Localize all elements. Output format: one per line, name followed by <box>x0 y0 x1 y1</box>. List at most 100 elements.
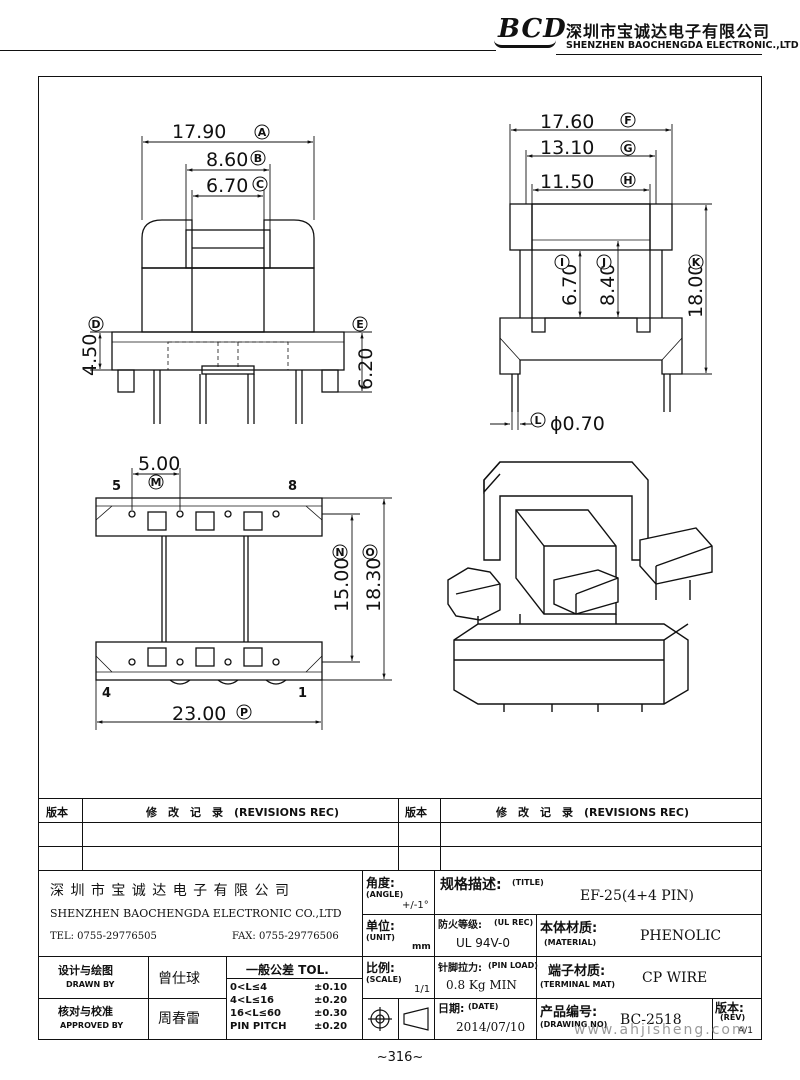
approved-by-label-en: APPROVED BY <box>60 1021 124 1030</box>
company-logo: BCD <box>498 14 567 44</box>
tolerance-range: 0<L≤4 <box>230 982 268 993</box>
svg-text:M: M <box>151 476 162 489</box>
svg-text:E: E <box>356 318 364 331</box>
bubble-m: M <box>148 474 164 490</box>
dim-k-value: 18.00 <box>685 264 707 318</box>
tolerance-value: ±0.30 <box>314 1008 348 1019</box>
company-name-en: SHENZHEN BAOCHENGDA ELECTRONIC.,LTD <box>566 40 799 51</box>
header-rule-right <box>556 54 762 55</box>
svg-text:A: A <box>258 126 267 139</box>
tolerance-value: ±0.20 <box>314 1021 348 1032</box>
material-label-en: (MATERIAL) <box>544 938 597 947</box>
bubble-c: C <box>252 176 268 192</box>
ul-value: UL 94V-0 <box>456 936 511 950</box>
projection-symbol-icon <box>368 1007 429 1031</box>
bubble-k: K <box>688 254 704 270</box>
rev-record-header-left: 修 改 记 录 (REVISIONS REC) <box>146 806 340 819</box>
scale-label-en: (SCALE) <box>366 975 402 984</box>
rev-col-2 <box>398 798 399 870</box>
rev-rule-3 <box>38 870 762 871</box>
dim-a-value: 17.90 <box>172 121 226 143</box>
front-view <box>111 219 345 424</box>
tb-row-2 <box>38 956 762 957</box>
svg-text:P: P <box>240 706 248 719</box>
svg-text:I: I <box>560 256 564 269</box>
unit-label: 单位: <box>366 919 395 933</box>
drawn-by-name: 曾仕球 <box>158 971 200 987</box>
rev-value: A/1 <box>738 1026 753 1036</box>
material-label: 本体材质: <box>540 921 598 936</box>
title-label-en: (TITLE) <box>512 878 544 887</box>
bubble-n: N <box>332 544 348 560</box>
date-label: 日期: <box>438 1002 465 1015</box>
bubble-i: I <box>554 254 570 270</box>
tb-col-b <box>434 870 435 1040</box>
tb-tol-rule <box>226 978 362 979</box>
header-rule-left <box>0 50 496 51</box>
rev-rule-2 <box>38 846 762 847</box>
svg-text:J: J <box>601 256 606 269</box>
tolerance-title: 一般公差 TOL. <box>246 963 329 977</box>
tb-row-3r <box>362 998 762 999</box>
rev-version-header-left: 版本 <box>46 806 68 819</box>
front-view-dims <box>90 136 372 393</box>
dim-h-value: 11.50 <box>540 171 594 193</box>
tolerance-value: ±0.10 <box>314 982 348 993</box>
page-number: ~316~ <box>376 1050 424 1065</box>
bubble-b: B <box>250 150 266 166</box>
dim-f-value: 17.60 <box>540 111 594 133</box>
tb-col-sym <box>398 998 399 1040</box>
scale-value: 1/1 <box>414 984 431 995</box>
svg-text:G: G <box>623 142 632 155</box>
dim-m-value: 5.00 <box>138 453 180 475</box>
title-value: EF-25(4+4 PIN) <box>580 888 694 904</box>
company-name-cn: 深圳市宝诚达电子有限公司 <box>566 22 771 41</box>
angle-label-en: (ANGLE) <box>366 890 404 899</box>
tb-col-c <box>536 914 537 1040</box>
svg-text:C: C <box>256 178 264 191</box>
revision-table <box>38 798 762 870</box>
material-value: PHENOLIC <box>640 928 722 944</box>
title-label: 规格描述: <box>440 877 502 893</box>
bubble-o: O <box>362 544 378 560</box>
dim-o-value: 18.30 <box>363 558 385 612</box>
bubble-a: A <box>254 124 270 140</box>
angle-value: +/-1° <box>402 900 429 911</box>
drawing-no-label: 产品编号: <box>540 1005 598 1020</box>
bubble-p: P <box>236 704 252 720</box>
bottom-view <box>95 497 323 685</box>
pinload-label-en: (PIN LOAD) <box>488 961 538 970</box>
titleblock-tel: TEL: 0755-29776505 <box>50 931 157 942</box>
tolerance-range: PIN PITCH <box>230 1021 287 1032</box>
svg-text:D: D <box>91 318 100 331</box>
rev-label-en: (REV) <box>720 1013 746 1022</box>
dim-j-value: 8.40 <box>597 264 619 306</box>
tolerance-range: 16<L≤60 <box>230 1008 281 1019</box>
dim-d-value: 4.50 <box>79 334 101 376</box>
bottom-view-dims <box>95 468 392 730</box>
dim-c-value: 6.70 <box>206 175 248 197</box>
rev-col-3 <box>440 798 441 870</box>
rev-record-header-right: 修 改 记 录 (REVISIONS REC) <box>496 806 690 819</box>
approved-by-name: 周春雷 <box>158 1011 200 1027</box>
pin-number-4: 4 <box>102 686 111 701</box>
rev-col-1 <box>82 798 83 870</box>
pinload-value: 0.8 Kg MIN <box>446 978 517 992</box>
tb-col-d <box>712 998 713 1040</box>
scale-label: 比例: <box>366 961 395 975</box>
tb-row-1r <box>362 914 762 915</box>
rev-label: 版本: <box>715 1001 744 1015</box>
rev-rule-1 <box>38 822 762 823</box>
titleblock-company-cn: 深 圳 市 宝 诚 达 电 子 有 限 公 司 <box>50 883 290 899</box>
terminal-label: 端子材质: <box>548 964 606 979</box>
tb-row-3l <box>38 998 226 999</box>
side-view-dims <box>490 124 712 430</box>
company-header: BCD 深圳市宝诚达电子有限公司 SHENZHEN BAOCHENGDA ELE… <box>0 0 800 62</box>
drawing-no-label-en: (DRAWING NO) <box>540 1020 608 1029</box>
svg-text:L: L <box>534 414 541 427</box>
bubble-f: F <box>620 112 636 128</box>
tolerance-value: ±0.20 <box>314 995 348 1006</box>
terminal-label-en: (TERMINAL MAT) <box>540 980 616 989</box>
drawing-no-value: BC-2518 <box>620 1012 682 1028</box>
